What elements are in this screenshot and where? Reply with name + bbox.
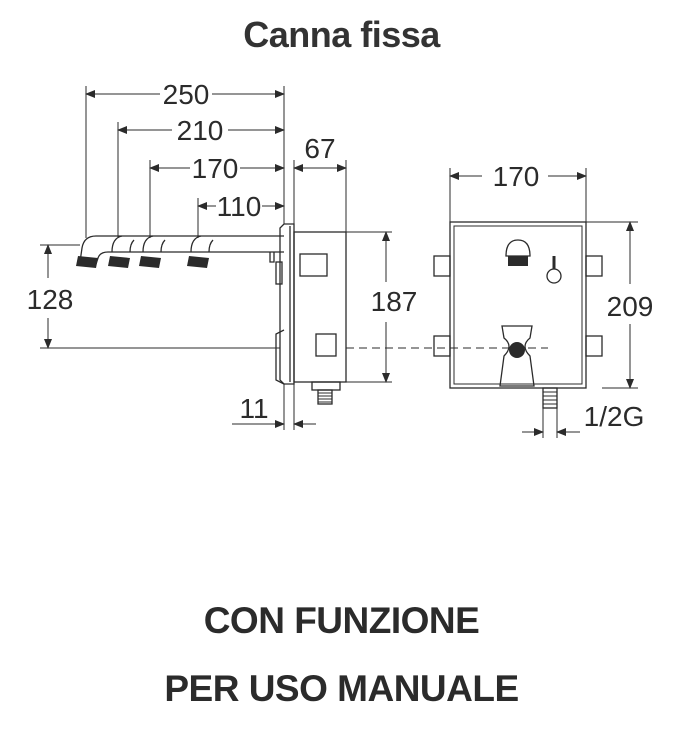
dim-170-front: 170 [493, 161, 540, 192]
lug-top-right [585, 255, 603, 277]
front-bottom-fitting [542, 387, 558, 409]
front-view [433, 168, 638, 438]
lower-window [315, 333, 337, 357]
front-plate [449, 221, 587, 389]
dim-250: 250 [163, 79, 210, 110]
page-title: Canna fissa [243, 14, 440, 55]
dim-thread: 1/2G [584, 401, 645, 432]
dim-128: 128 [27, 284, 74, 315]
dim-67: 67 [304, 133, 335, 164]
dim-170-side: 170 [192, 153, 239, 184]
dim-210: 210 [177, 115, 224, 146]
dim-110: 110 [217, 191, 262, 222]
key-icon [546, 256, 562, 284]
wall-plate [279, 223, 295, 385]
lug-bottom-left [433, 335, 451, 357]
caption-line-1: CON FUNZIONE [203, 600, 480, 641]
dim-11: 11 [239, 393, 268, 424]
dim-187: 187 [371, 286, 418, 317]
nozzles [76, 235, 214, 268]
side-view [40, 86, 548, 430]
bottom-fitting [311, 381, 341, 391]
sensor-window [499, 325, 535, 387]
sensor-eye [509, 342, 525, 358]
lug-top-left [433, 255, 451, 277]
upper-window [299, 253, 328, 277]
lug-bottom-right [585, 335, 603, 357]
dim-209: 209 [607, 291, 654, 322]
caption-line-2: PER USO MANUALE [164, 668, 519, 709]
spout-symbol-icon [505, 239, 531, 266]
spout-pipe [79, 235, 284, 263]
